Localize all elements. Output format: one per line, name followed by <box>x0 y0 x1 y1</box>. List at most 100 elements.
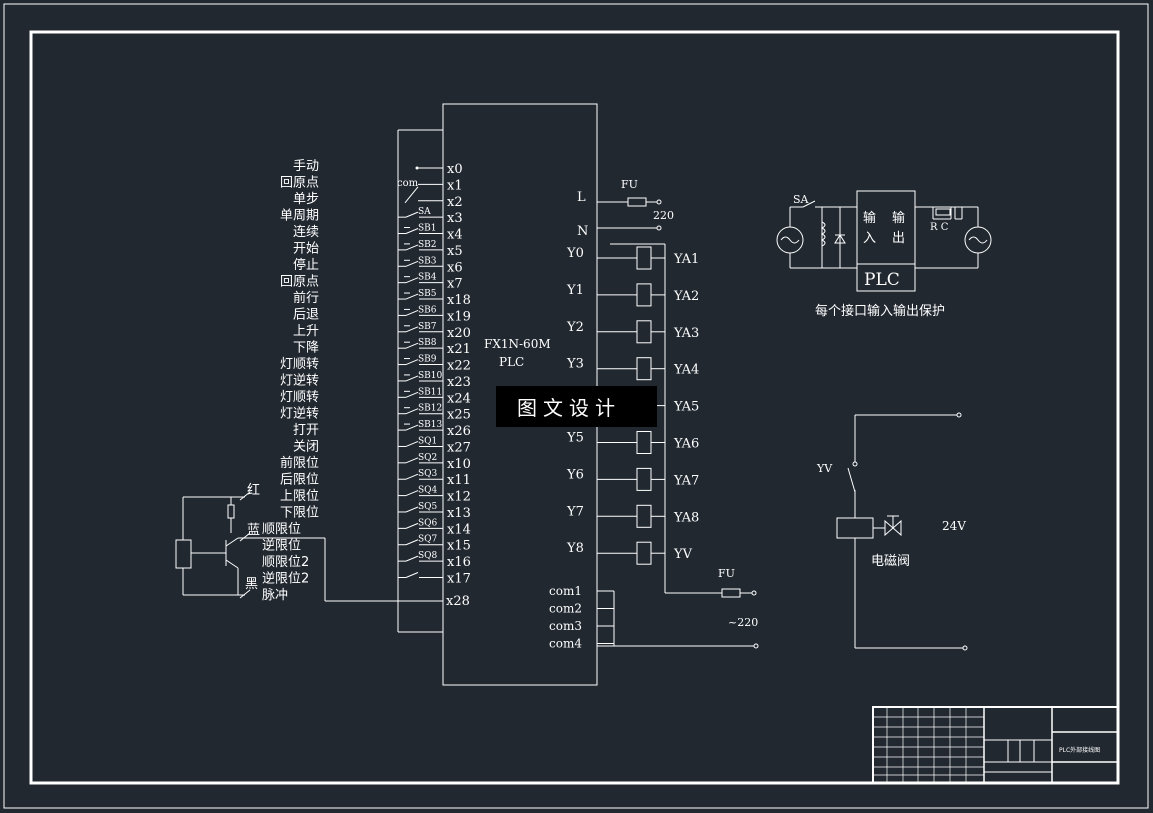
function-label: 单周期 <box>280 209 319 224</box>
input-x6: x6 <box>447 260 463 275</box>
load-YA1: YA1 <box>673 252 699 267</box>
input-x24: x24 <box>447 391 471 406</box>
function-label: 手动 <box>293 159 319 174</box>
switch-contact <box>405 260 419 267</box>
switch-label: SA <box>418 207 431 217</box>
switch-label: SB11 <box>418 387 442 397</box>
input-x10: x10 <box>447 457 471 472</box>
protection-out-2: 出 <box>892 231 905 246</box>
sensor-black-label: 黑 <box>245 577 258 592</box>
output-Y1: Y1 <box>566 283 584 298</box>
load-YA6: YA6 <box>673 437 699 452</box>
input-x14: x14 <box>447 522 471 537</box>
output-Y7: Y7 <box>566 504 584 519</box>
switch-contact <box>405 228 419 234</box>
valve-24v-label: 24V <box>942 519 966 533</box>
output-Y6: Y6 <box>566 467 584 482</box>
input-x7: x7 <box>447 277 463 292</box>
switch-label: SB9 <box>418 355 437 365</box>
switch-contact <box>405 277 419 284</box>
switch-label: SB7 <box>418 322 437 332</box>
protection-in-2: 入 <box>863 231 876 246</box>
function-label: 单步 <box>293 192 319 207</box>
watermark-box <box>496 386 657 427</box>
output-Y8: Y8 <box>566 541 584 556</box>
load-YA4: YA4 <box>673 363 699 378</box>
coil-YA4 <box>636 357 652 381</box>
function-label: 灯逆转 <box>280 373 319 389</box>
function-label: 下限位 <box>280 506 319 521</box>
coil-YA6 <box>636 431 652 454</box>
com-terminal-com3: com3 <box>549 619 582 633</box>
switch-label: SB8 <box>418 338 437 348</box>
watermark-text: 图文设计 <box>517 396 621 420</box>
load-YV: YV <box>673 547 693 562</box>
switch-label: SQ4 <box>418 486 438 496</box>
switch-label: SB5 <box>418 289 437 299</box>
switch-label: SB3 <box>418 256 437 266</box>
function-label: 顺限位 <box>262 522 301 537</box>
plc-name-label: PLC <box>499 355 524 369</box>
coil-YA7 <box>636 467 652 491</box>
power-n-label: N <box>577 224 588 239</box>
input-x3: x3 <box>447 211 463 226</box>
load-YA3: YA3 <box>673 326 699 341</box>
sensor-blue-label: 蓝 <box>247 523 260 538</box>
valve-yv-label: YV <box>816 462 833 475</box>
input-x0: x0 <box>447 162 463 177</box>
switch-label: SQ6 <box>418 518 438 528</box>
input-function-labels: 手动回原点单步单周期连续开始停止回原点前行后退上升下降灯顺转灯逆转灯顺转灯逆转打… <box>262 159 319 603</box>
v220-label: 220 <box>653 209 674 222</box>
output-Y0: Y0 <box>566 246 584 261</box>
selector-switch <box>404 186 419 204</box>
outer-border <box>3 3 1149 809</box>
switch-contact <box>405 244 419 251</box>
coil-YA2 <box>636 283 652 307</box>
switch-contact <box>405 555 419 562</box>
fuse-out <box>721 588 741 598</box>
switch-contact <box>405 408 419 415</box>
switch-label: SB1 <box>418 224 437 234</box>
function-label: 灯顺转 <box>280 390 319 405</box>
input-x1: x1 <box>447 178 463 193</box>
function-label: 回原点 <box>280 275 319 290</box>
switch-label: SB10 <box>418 371 443 381</box>
switch-contact <box>405 359 419 366</box>
protection-in-1: 输 <box>863 210 876 226</box>
input-x28: x28 <box>446 594 470 609</box>
function-label: 停止 <box>293 257 319 273</box>
switch-label: SQ1 <box>418 436 437 446</box>
switch-label: SQ8 <box>418 551 438 561</box>
function-label: 上限位 <box>280 489 319 504</box>
input-x26: x26 <box>447 424 471 439</box>
protection-caption: 每个接口输入输出保护 <box>815 303 945 319</box>
switch-contact <box>405 539 419 546</box>
output-rows: Y0YA1Y1YA2Y2YA3Y3YA4Y4YA5Y5YA6Y6YA7Y7YA8… <box>566 246 699 565</box>
function-label: 下降 <box>293 341 319 356</box>
input-x11: x11 <box>447 473 471 488</box>
switch-contact <box>405 440 419 447</box>
com-terminal-com2: com2 <box>549 602 582 616</box>
switch-contact <box>405 424 419 431</box>
load-YA8: YA8 <box>673 510 699 525</box>
switch-label: SB4 <box>418 273 437 283</box>
input-x2: x2 <box>447 195 463 210</box>
function-label: 前行 <box>293 290 319 306</box>
switch-label: SQ2 <box>418 453 437 463</box>
input-x22: x22 <box>447 359 471 374</box>
input-x25: x25 <box>447 408 471 423</box>
com-terminal-com1: com1 <box>549 584 582 598</box>
input-x21: x21 <box>447 342 471 357</box>
function-label: 打开 <box>293 423 319 438</box>
switch-contact <box>405 522 419 529</box>
input-x13: x13 <box>447 506 471 521</box>
switch-contact <box>405 309 419 316</box>
switch-contact <box>405 572 419 578</box>
switch-label: SQ7 <box>418 535 438 545</box>
load-YA2: YA2 <box>673 289 699 304</box>
input-rows: x0x1x2x3SAx4SB1x5SB2x6SB3x7SB4x18SB5x19S… <box>398 162 471 587</box>
coil-YA3 <box>636 320 652 344</box>
function-label: 逆限位 <box>262 538 301 554</box>
